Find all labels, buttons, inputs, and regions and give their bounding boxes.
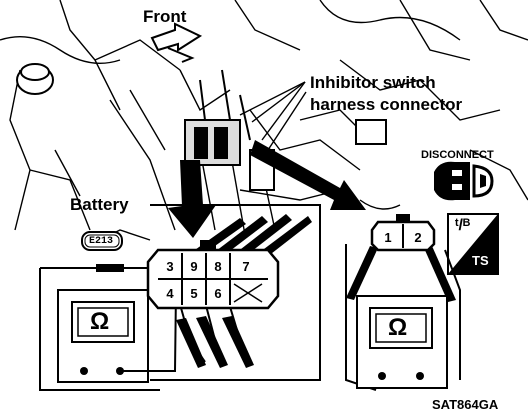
- pin-label-8: 8: [214, 259, 221, 274]
- label-leader-lines: [54, 81, 307, 197]
- disconnect-icon: [434, 161, 494, 201]
- figure-code: SAT864GA: [432, 397, 499, 412]
- right-ohmmeter: [356, 295, 448, 389]
- left-ohmmeter: [57, 289, 149, 383]
- badge-bottom-text: TS: [472, 253, 489, 268]
- pin-label-5: 5: [190, 286, 197, 301]
- pin-label-6: 6: [214, 286, 221, 301]
- front-arrow: [150, 22, 203, 63]
- left-test-box: [39, 204, 321, 391]
- reservoir-cap: [16, 63, 54, 95]
- label-disconnect: DISCONNECT: [421, 149, 494, 161]
- pin-label-7: 7: [242, 259, 249, 274]
- right-ohmmeter-terminal-pos: [416, 372, 424, 380]
- pin-label-9: 9: [190, 259, 197, 274]
- right-connector: 1 2: [370, 214, 436, 252]
- badge-top-text: ᵗ/ᴮ: [455, 217, 471, 234]
- left-connector: 3 9 8 7 4 5 6: [146, 240, 280, 310]
- probe-wire-tag: [96, 264, 124, 272]
- label-harness-connector: harness connector: [310, 95, 463, 114]
- right-probe-leads: [346, 246, 456, 302]
- battery-connector-tag: [81, 231, 123, 251]
- right-ohm-symbol: Ω: [388, 314, 408, 341]
- tb-ts-badge: [447, 213, 499, 275]
- engine-bay-sketch: [0, 0, 528, 241]
- right-ohmmeter-terminal-neg: [378, 372, 386, 380]
- label-front: Front: [143, 7, 187, 26]
- left-ohmmeter-terminal-neg: [80, 367, 88, 375]
- lower-probe-tips: [176, 316, 254, 368]
- label-inhibitor-switch: Inhibitor switch: [310, 73, 436, 92]
- pin-label-1: 1: [384, 230, 391, 245]
- arrow-to-left-connector: [168, 160, 216, 238]
- label-battery: Battery: [70, 195, 129, 214]
- battery-connector-code: E213: [89, 236, 114, 247]
- pin-label-2: 2: [414, 230, 421, 245]
- left-ohm-symbol: Ω: [90, 308, 110, 335]
- pin-label-3: 3: [166, 259, 173, 274]
- pin-label-4: 4: [166, 286, 174, 301]
- arrow-to-right-connector: [250, 140, 366, 210]
